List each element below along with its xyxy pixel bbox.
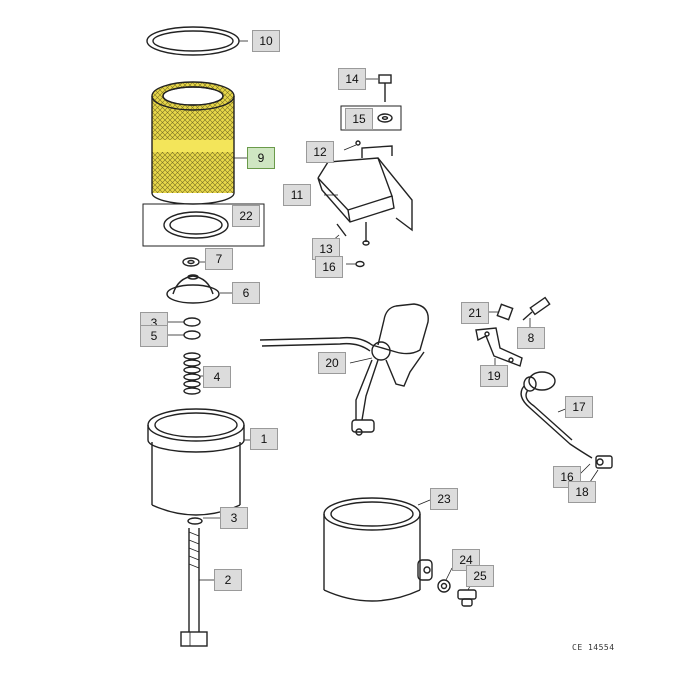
callout-18[interactable]: 18 bbox=[568, 481, 596, 503]
callout-22[interactable]: 22 bbox=[232, 205, 260, 227]
dome-plate-part-6 bbox=[166, 274, 220, 304]
callout-23[interactable]: 23 bbox=[430, 488, 458, 510]
callout-1[interactable]: 1 bbox=[250, 428, 278, 450]
pin-part-13 bbox=[336, 223, 347, 237]
washer-part-3-lower bbox=[187, 517, 203, 525]
washer-part-5 bbox=[183, 330, 201, 340]
callout-2[interactable]: 2 bbox=[214, 569, 242, 591]
filter-bowl-part-1 bbox=[147, 408, 245, 516]
seal-ring-part-10 bbox=[146, 26, 240, 56]
bolt-part-14 bbox=[378, 74, 392, 102]
sensor-part-17 bbox=[520, 371, 593, 459]
callout-5[interactable]: 5 bbox=[140, 325, 168, 347]
connector-part-18 bbox=[595, 455, 613, 469]
bolt-part-2 bbox=[180, 528, 208, 647]
callout-12[interactable]: 12 bbox=[306, 141, 334, 163]
callout-6[interactable]: 6 bbox=[232, 282, 260, 304]
pipe-assembly-part-20 bbox=[259, 303, 429, 436]
drip-tray-part-11 bbox=[317, 140, 413, 246]
callout-25[interactable]: 25 bbox=[466, 565, 494, 587]
drain-plug-part-25 bbox=[457, 589, 477, 607]
callout-4[interactable]: 4 bbox=[203, 366, 231, 388]
callout-19[interactable]: 19 bbox=[480, 365, 508, 387]
plate-part-21 bbox=[496, 303, 514, 321]
filter-element-part-9 bbox=[151, 81, 235, 205]
callout-21[interactable]: 21 bbox=[461, 302, 489, 324]
callout-14[interactable]: 14 bbox=[338, 68, 366, 90]
washer-part-7 bbox=[182, 257, 200, 267]
screw-part-8 bbox=[522, 296, 551, 321]
spring-part-4 bbox=[183, 352, 201, 395]
callout-16-upper[interactable]: 16 bbox=[315, 256, 343, 278]
callout-17[interactable]: 17 bbox=[565, 396, 593, 418]
callout-8[interactable]: 8 bbox=[517, 327, 545, 349]
clip-part-16 bbox=[355, 260, 365, 268]
bracket-part-19 bbox=[475, 327, 523, 367]
callout-11[interactable]: 11 bbox=[283, 184, 311, 206]
bowl-part-23 bbox=[323, 497, 433, 602]
callout-7[interactable]: 7 bbox=[205, 248, 233, 270]
callout-9[interactable]: 9 bbox=[247, 147, 275, 169]
washer-part-24 bbox=[437, 579, 451, 593]
callout-15[interactable]: 15 bbox=[345, 108, 373, 130]
callout-10[interactable]: 10 bbox=[252, 30, 280, 52]
nut-part-15 bbox=[340, 105, 402, 131]
callout-3-lower[interactable]: 3 bbox=[220, 507, 248, 529]
callout-20[interactable]: 20 bbox=[318, 352, 346, 374]
callout-13[interactable]: 13 bbox=[312, 238, 340, 260]
seal-kit-part-22 bbox=[142, 203, 265, 247]
drawing-reference-code: CE 14554 bbox=[572, 643, 615, 652]
washer-part-3 bbox=[183, 317, 201, 327]
